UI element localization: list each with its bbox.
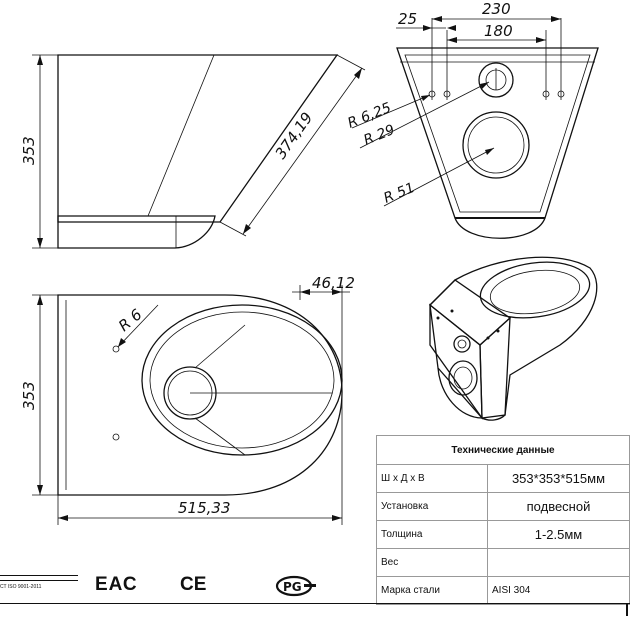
front-offset-label: 25	[398, 10, 417, 28]
plan-height-label: 353	[20, 381, 38, 410]
iso-label: СТ ISO 9001-2011	[0, 584, 42, 590]
isometric-view	[429, 256, 598, 421]
bottom-rule	[0, 603, 630, 604]
spec-value: 1-2.5мм	[487, 520, 630, 549]
spec-value	[487, 548, 630, 577]
side-height-label: 353	[20, 136, 38, 165]
spec-label: Толщина	[376, 520, 488, 549]
front-width-inner-label: 180	[484, 22, 513, 40]
gost-r-certification-icon: PG	[275, 575, 316, 597]
plan-radius-label: R 6	[115, 305, 146, 335]
spec-table-title: Технические данные	[376, 435, 630, 465]
svg-text:PG: PG	[283, 580, 302, 594]
front-view: 230 180 25 R 6,25 R 29 R 51	[346, 0, 599, 239]
plan-offset-label: 46,12	[312, 274, 355, 292]
side-view: 353 374,19	[20, 54, 366, 249]
iso-certification-text: СТ ISO 9001-2011	[0, 575, 78, 590]
radius-mid-label: R 29	[362, 122, 398, 149]
eac-mark: ЕАС	[95, 574, 138, 595]
spec-label: Марка стали	[376, 576, 488, 605]
spec-row: Установка подвесной	[376, 492, 630, 521]
plan-view: R 6 353 46,12 515,33	[20, 274, 355, 525]
ce-mark: CE	[180, 574, 207, 595]
plan-length-label: 515,33	[178, 499, 231, 517]
spec-table: Технические данные Ш х Д х В 353*353*515…	[376, 435, 630, 605]
spec-label: Ш х Д х В	[376, 464, 488, 493]
spec-value: 353*353*515мм	[487, 464, 630, 493]
front-width-top-label: 230	[482, 0, 511, 18]
spec-value: подвесной	[487, 492, 630, 521]
spec-row: Вес	[376, 548, 630, 577]
spec-row: Марка стали AISI 304	[376, 576, 630, 605]
corner-tick	[626, 604, 628, 616]
spec-label: Вес	[376, 548, 488, 577]
spec-row: Толщина 1-2.5мм	[376, 520, 630, 549]
radius-large-label: R 51	[382, 180, 418, 207]
spec-label: Установка	[376, 492, 488, 521]
spec-row: Ш х Д х В 353*353*515мм	[376, 464, 630, 493]
spec-value: AISI 304	[487, 576, 630, 605]
